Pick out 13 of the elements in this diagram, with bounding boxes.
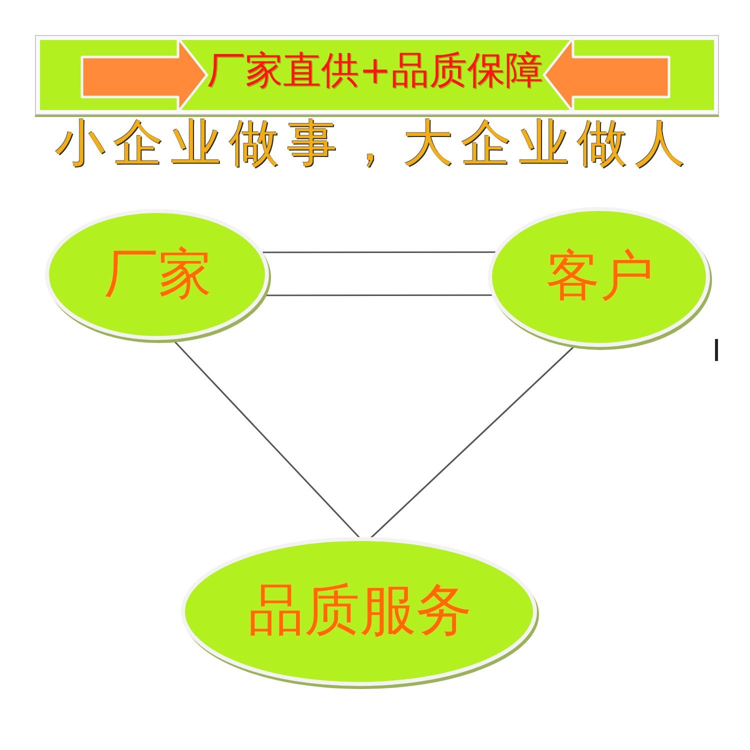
ellipse-node <box>487 205 713 351</box>
node-label: 厂家 <box>104 244 212 304</box>
node-label: 品质服务 <box>248 580 472 642</box>
ellipse-node <box>180 535 540 690</box>
banner-box <box>36 36 718 114</box>
connector-line <box>262 251 497 254</box>
connector-line <box>370 346 575 539</box>
ellipse-node <box>44 207 272 344</box>
node-label: 客户 <box>546 246 654 306</box>
slogan-text: 小企业做事，大企业做人 <box>55 116 693 171</box>
connector-line <box>264 294 492 296</box>
banner-title: 厂家直供+品质保障 <box>206 50 544 92</box>
connector-line <box>172 340 360 539</box>
